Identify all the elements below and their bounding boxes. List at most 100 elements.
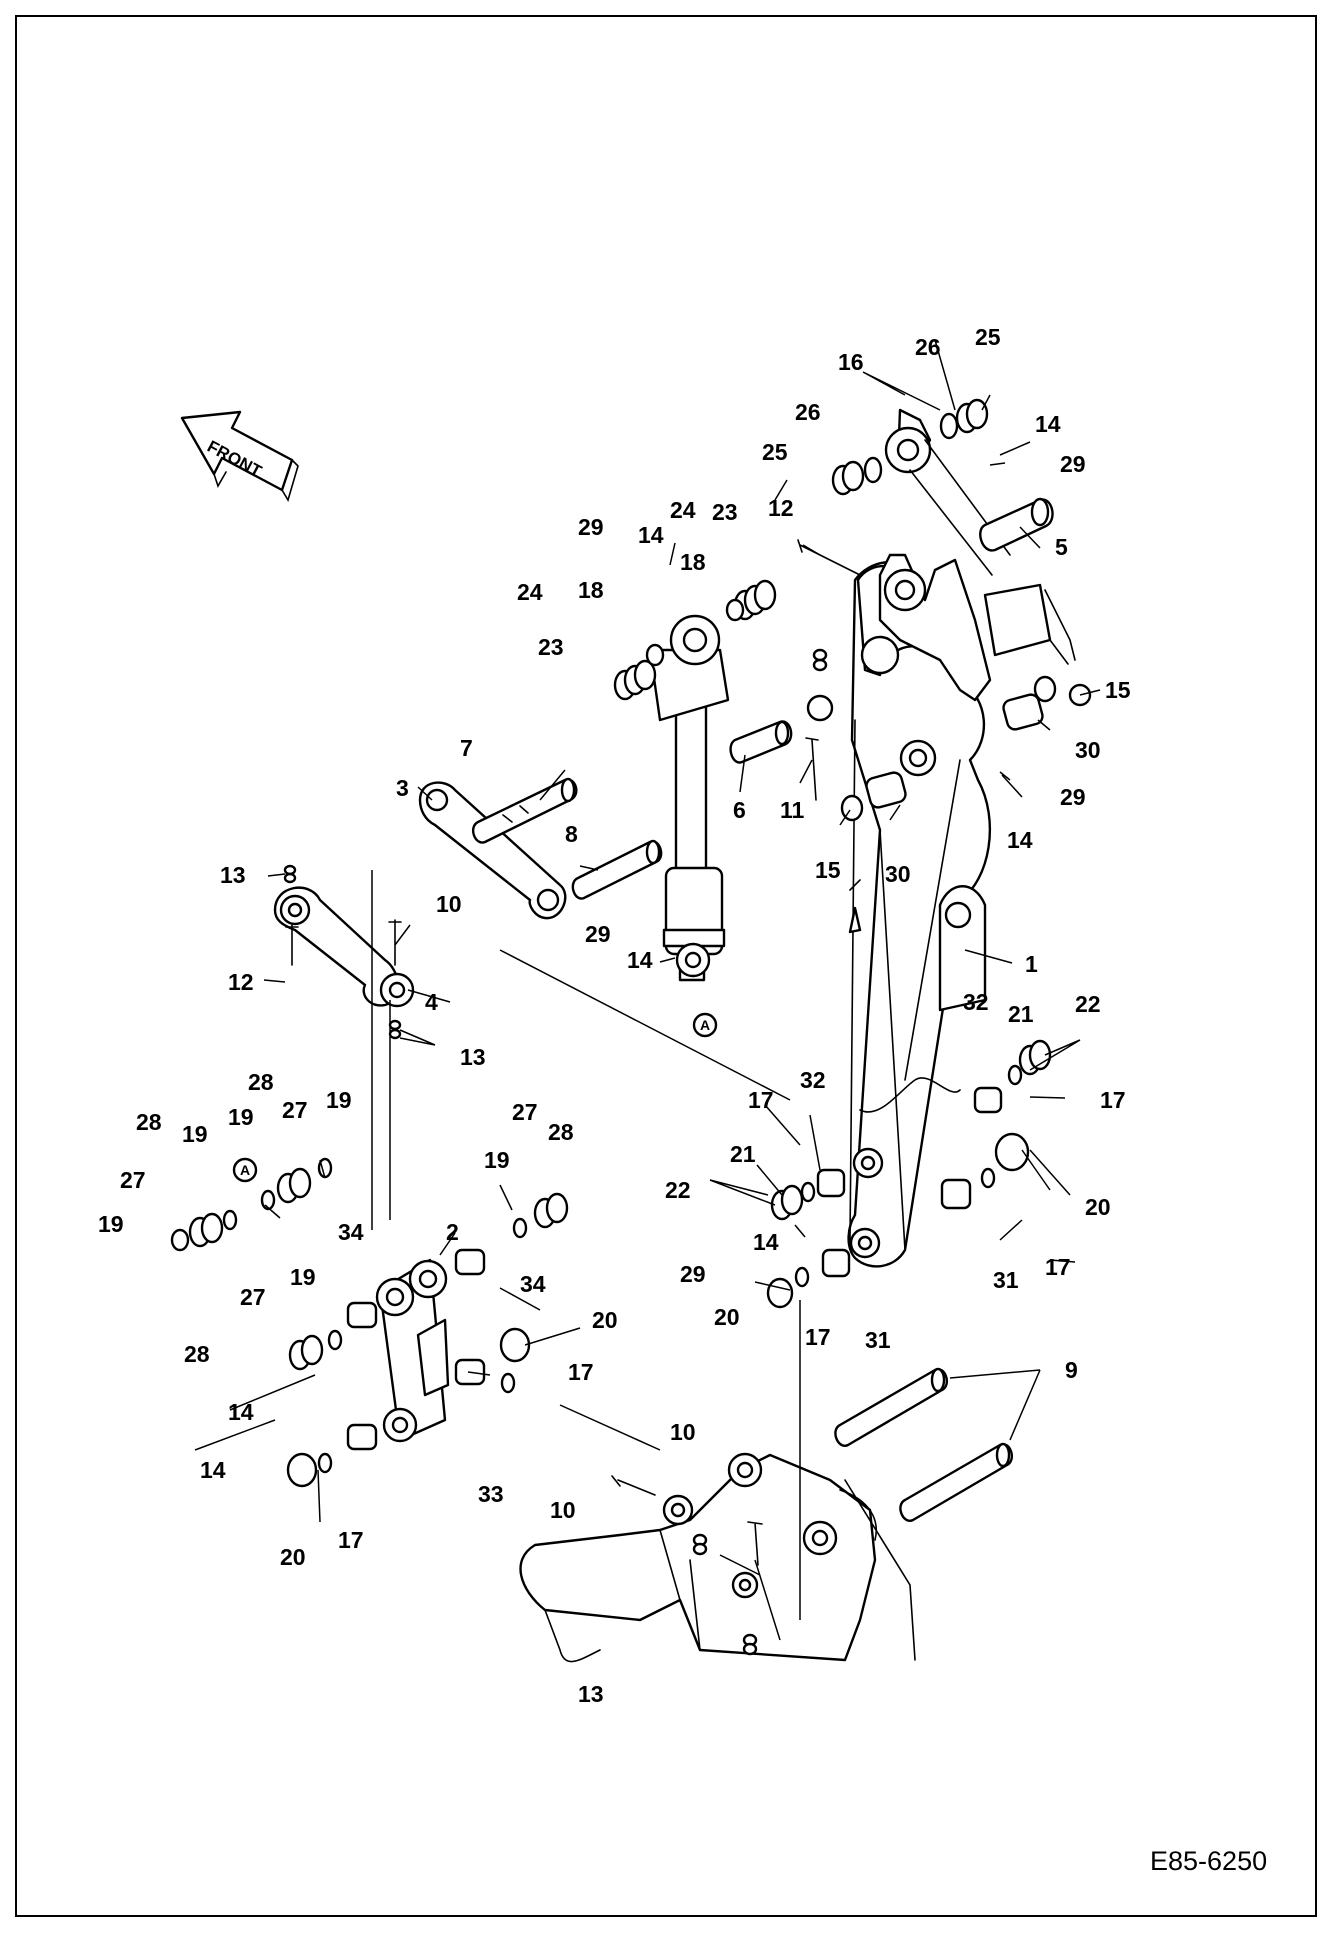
callout-17: 17 [568, 1359, 594, 1385]
callout-17: 17 [1100, 1087, 1126, 1113]
callout-24: 24 [517, 579, 543, 605]
callout-29: 29 [1060, 784, 1086, 810]
callout-17: 17 [1045, 1254, 1071, 1280]
callout-12: 12 [768, 495, 794, 521]
callout-6: 6 [733, 797, 746, 823]
callout-20: 20 [1085, 1194, 1111, 1220]
callout-14: 14 [1035, 411, 1061, 437]
callout-22: 22 [665, 1177, 691, 1203]
callout-13: 13 [578, 1681, 604, 1707]
drawing-frame [15, 15, 1317, 1917]
arm-assembly [847, 561, 991, 1268]
callout-32: 32 [800, 1067, 826, 1093]
reference-label: A [240, 1162, 250, 1178]
callout-1: 1 [1025, 951, 1038, 977]
callout-29: 29 [585, 921, 611, 947]
callout-14: 14 [200, 1457, 226, 1483]
callout-28: 28 [184, 1341, 210, 1367]
callout-24: 24 [670, 497, 696, 523]
callout-18: 18 [680, 549, 706, 575]
reference-label: A [700, 1017, 710, 1033]
callout-14: 14 [638, 522, 664, 548]
callout-10: 10 [670, 1419, 696, 1445]
callout-17: 17 [338, 1527, 364, 1553]
callout-28: 28 [136, 1109, 162, 1135]
boom-end [878, 408, 992, 702]
bolts-boom [797, 539, 861, 801]
callout-21: 21 [1008, 1001, 1034, 1027]
callout-29: 29 [1060, 451, 1086, 477]
callout-32: 32 [963, 989, 989, 1015]
callout-34: 34 [520, 1271, 546, 1297]
reference-mark-a: A A [232, 1012, 718, 1183]
callout-26: 26 [795, 399, 821, 425]
callout-11: 11 [780, 797, 805, 823]
assembly-lines [371, 870, 801, 1641]
callout-5: 5 [1055, 534, 1068, 560]
callout-14: 14 [753, 1229, 779, 1255]
callout-31: 31 [865, 1327, 891, 1353]
bolts-link [283, 864, 402, 1040]
callout-8: 8 [565, 821, 578, 847]
callout-20: 20 [592, 1307, 618, 1333]
callout-13: 13 [460, 1044, 486, 1070]
callout-14: 14 [627, 947, 653, 973]
callout-20: 20 [280, 1544, 306, 1570]
pin-part-6 [729, 720, 793, 764]
seal-group-left [613, 643, 665, 701]
callout-30: 30 [885, 861, 911, 887]
callout-2: 2 [446, 1219, 459, 1245]
seal-group-top [831, 398, 989, 496]
callout-31: 31 [993, 1267, 1019, 1293]
callout-25: 25 [762, 439, 788, 465]
callout-3: 3 [396, 775, 409, 801]
callouts: 1 2 3 4 5 6 7 8 9 10 10 10 11 12 12 13 1… [98, 324, 1131, 1707]
callout-25: 25 [975, 324, 1001, 350]
callout-34: 34 [338, 1219, 364, 1245]
link-part-4 [273, 886, 415, 1008]
callout-17: 17 [748, 1087, 774, 1113]
callout-19: 19 [290, 1264, 316, 1290]
callout-29: 29 [578, 514, 604, 540]
callout-14: 14 [228, 1399, 254, 1425]
bucket-cylinder [884, 426, 1076, 665]
callout-27: 27 [282, 1097, 308, 1123]
callout-18: 18 [578, 577, 604, 603]
callout-27: 27 [512, 1099, 538, 1125]
link-part-3 [418, 781, 567, 920]
bucket-link-part-2 [375, 1258, 450, 1443]
callout-33: 33 [478, 1481, 504, 1507]
callout-30: 30 [1075, 737, 1101, 763]
callout-27: 27 [240, 1284, 266, 1310]
callout-9: 9 [1065, 1357, 1078, 1383]
pin-part-7 [471, 777, 578, 844]
callout-16: 16 [838, 349, 864, 375]
pins-part-9 [834, 1367, 1014, 1522]
callout-15: 15 [1105, 677, 1131, 703]
callout-19: 19 [98, 1211, 124, 1237]
drawing-code: E85-6250 [1150, 1846, 1267, 1876]
callout-10: 10 [550, 1497, 576, 1523]
bucket [519, 1452, 916, 1663]
callout-10: 10 [436, 891, 462, 917]
seal-rings-lower-left [170, 1157, 569, 1488]
callout-17: 17 [805, 1324, 831, 1350]
callout-19: 19 [326, 1087, 352, 1113]
seal-group-right [725, 579, 777, 622]
callout-27: 27 [120, 1167, 146, 1193]
callout-12: 12 [228, 969, 254, 995]
callout-19: 19 [484, 1147, 510, 1173]
front-arrow-icon: FRONT [180, 410, 299, 502]
callout-19: 19 [182, 1121, 208, 1147]
callout-19: 19 [228, 1104, 254, 1130]
bushings-30 [840, 675, 1092, 822]
callout-29: 29 [680, 1261, 706, 1287]
callout-13: 13 [220, 862, 246, 888]
pin-part-8 [571, 839, 663, 900]
callout-23: 23 [712, 499, 738, 525]
callout-26: 26 [915, 334, 941, 360]
callout-4: 4 [425, 989, 438, 1015]
callout-23: 23 [538, 634, 564, 660]
callout-28: 28 [548, 1119, 574, 1145]
